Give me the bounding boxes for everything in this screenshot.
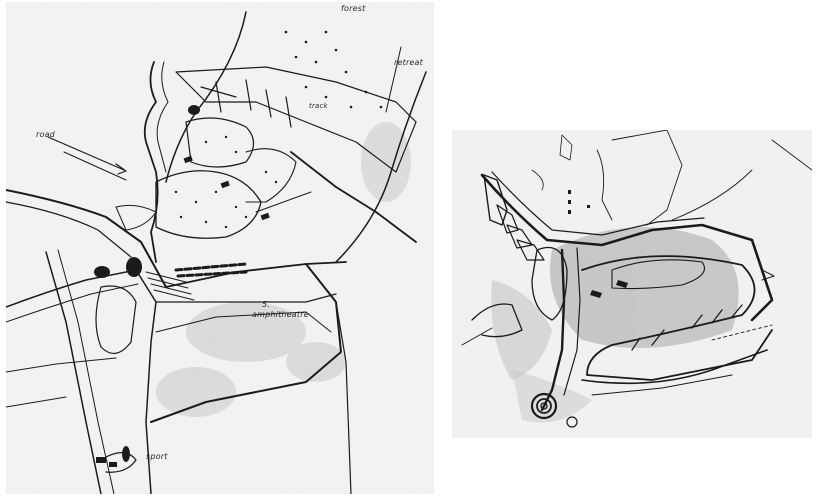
amphitheatre-loop bbox=[150, 263, 342, 423]
building-marks bbox=[568, 190, 628, 298]
tree-marks bbox=[174, 30, 383, 229]
detail-plan-drawing bbox=[452, 130, 812, 438]
master-plan-drawing bbox=[6, 2, 434, 494]
label-road: road bbox=[36, 130, 55, 139]
label-retreat: retreat bbox=[394, 58, 423, 67]
label-amphitheatre: amphitheatre bbox=[252, 310, 309, 319]
label-sport: sport bbox=[146, 452, 168, 461]
road-west bbox=[6, 189, 167, 288]
main-path bbox=[480, 173, 774, 322]
building-marks bbox=[94, 105, 270, 467]
road-arrow bbox=[47, 136, 127, 175]
detail-plan-sketch bbox=[452, 130, 812, 438]
label-forest: forest bbox=[341, 4, 366, 13]
graphite-smudges bbox=[156, 122, 411, 417]
spine-path bbox=[540, 248, 566, 412]
master-plan-sketch: forest retreat road track 5. amphitheatr… bbox=[6, 2, 434, 494]
label-amphitheatre-number: 5. bbox=[262, 300, 271, 309]
label-track: track bbox=[309, 102, 328, 110]
roundabout-spiral bbox=[530, 392, 558, 420]
watercourse bbox=[143, 61, 159, 263]
